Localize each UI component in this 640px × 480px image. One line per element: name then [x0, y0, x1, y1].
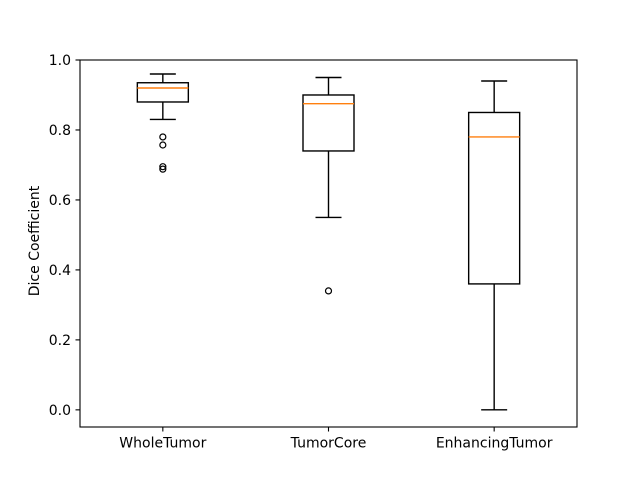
outlier-point-wholetumor: [159, 141, 167, 149]
iqr-box-enhancingtumor: [467, 111, 521, 285]
y-tick-label: 0.2: [49, 333, 71, 349]
y-tick-label: 0.8: [49, 123, 71, 139]
y-tick-label: 1.0: [49, 53, 71, 69]
y-tick-label: 0.4: [49, 263, 71, 279]
plot-layer: [136, 73, 521, 411]
y-tick-label: 0.0: [49, 403, 71, 419]
outlier-point-wholetumor: [159, 165, 167, 173]
outlier-point-wholetumor: [159, 133, 167, 141]
outlier-point-wholetumor: [159, 163, 167, 171]
x-tick-label: TumorCore: [290, 436, 367, 452]
iqr-box-wholetumor: [136, 82, 190, 103]
x-tick-label: EnhancingTumor: [436, 436, 553, 452]
y-axis-label: Dice Coefficient: [27, 185, 43, 296]
x-tick-label: WholeTumor: [119, 436, 206, 452]
outlier-point-tumorcore: [324, 287, 333, 295]
y-tick-label: 0.6: [49, 193, 71, 209]
